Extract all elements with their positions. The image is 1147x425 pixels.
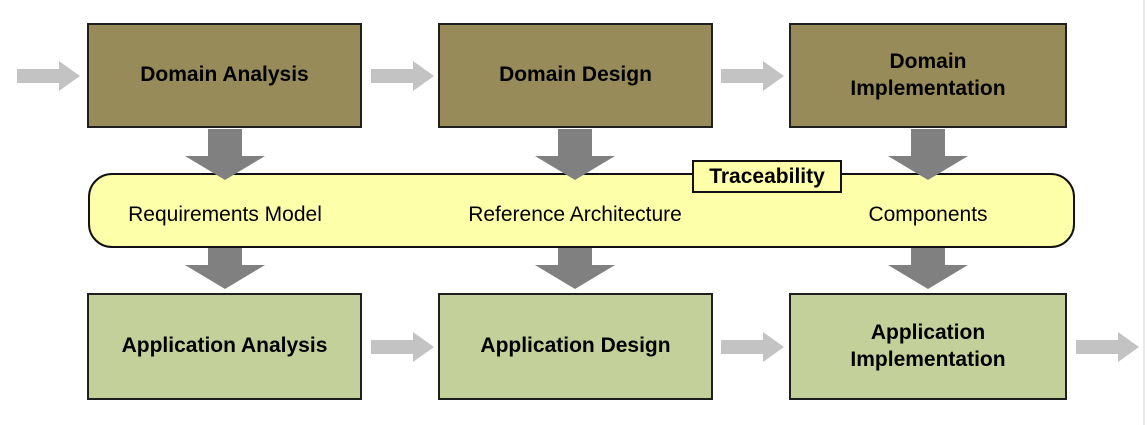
domain-implementation-label: Domain Implementation xyxy=(850,50,1006,100)
application-analysis-box: Application Analysis xyxy=(87,293,362,400)
page-edge-line xyxy=(1143,0,1145,425)
right-arrow-icon xyxy=(721,61,784,91)
domain-implementation-box: Domain Implementation xyxy=(789,23,1067,128)
domain-design-label: Domain Design xyxy=(499,63,652,87)
traceability-tag: Traceability xyxy=(692,160,842,193)
application-analysis-label: Application Analysis xyxy=(121,334,328,358)
right-arrow-icon xyxy=(721,332,784,362)
down-block-arrow-icon xyxy=(888,248,968,289)
application-implementation-box: Application Implementation xyxy=(789,293,1067,400)
down-block-arrow-icon xyxy=(185,248,265,289)
domain-analysis-box: Domain Analysis xyxy=(87,23,362,128)
application-design-box: Application Design xyxy=(438,293,713,400)
down-block-arrow-icon xyxy=(185,129,265,180)
components-label: Components xyxy=(868,203,988,226)
requirements-model-label: Requirements Model xyxy=(128,203,322,226)
domain-design-box: Domain Design xyxy=(438,23,713,128)
traceability-tag-label: Traceability xyxy=(709,164,825,188)
domain-analysis-label: Domain Analysis xyxy=(140,63,309,87)
reference-architecture-label: Reference Architecture xyxy=(468,203,682,226)
right-arrow-icon xyxy=(17,61,80,91)
down-block-arrow-icon xyxy=(535,248,615,289)
right-arrow-icon xyxy=(371,61,434,91)
down-block-arrow-icon xyxy=(535,129,615,180)
right-arrow-icon xyxy=(1076,332,1139,362)
application-design-label: Application Design xyxy=(480,334,671,358)
application-implementation-label: Application Implementation xyxy=(850,321,1006,371)
right-arrow-icon xyxy=(371,332,434,362)
down-block-arrow-icon xyxy=(888,129,968,180)
